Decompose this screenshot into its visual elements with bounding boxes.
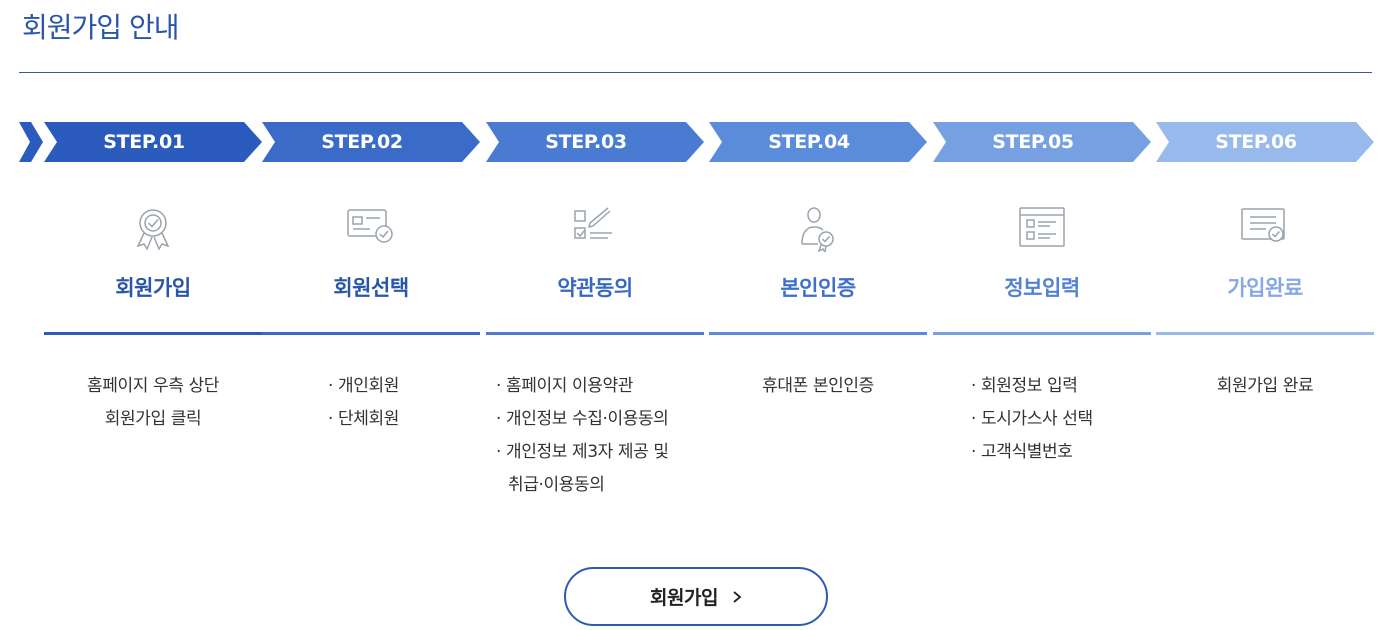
step-description-line: · 개인정보 수집·이용동의 [496, 409, 669, 429]
step-name: 회원가입 [115, 276, 191, 300]
step-description: 휴대폰 본인인증 [709, 370, 927, 403]
step-divider [44, 332, 262, 335]
step-divider [486, 332, 704, 335]
step-item-5: STEP.05 정보입력 · 회원정보 입력 · 도시가스사 선택 · 고객식별번호 [933, 122, 1151, 462]
join-button-label: 회원가입 [650, 587, 718, 609]
step-item-6: STEP.06 가입완료 회원가입 완료 [1156, 122, 1374, 396]
step-arrow-shape [262, 122, 480, 162]
step-description-line: · 도시가스사 선택 [971, 409, 1093, 429]
title-divider [19, 72, 1372, 73]
step-item-4: STEP.04 본인인증 휴대폰 본인인증 [709, 122, 927, 396]
step-description-line: · 회원정보 입력 [971, 376, 1078, 396]
id-card-check-icon [262, 206, 480, 254]
page-title: 회원가입 안내 [22, 11, 179, 44]
step-item-3: STEP.03 약관동의 · 홈페이지 이용약관 · 개인정보 수집·이용동의 · … [486, 122, 704, 495]
step-divider [262, 332, 480, 335]
join-button[interactable]: 회원가입 [564, 567, 828, 626]
step-name: 본인인증 [780, 276, 856, 300]
user-verified-icon [709, 206, 927, 254]
step-name: 정보입력 [1004, 276, 1080, 300]
step-banner: STEP.01 [44, 122, 262, 162]
step-description-line: · 개인회원 [328, 376, 399, 396]
step-name: 회원선택 [333, 276, 409, 300]
step-label: STEP.04 [768, 131, 850, 153]
step-description: · 개인회원 · 단체회원 [262, 370, 480, 436]
step-label: STEP.03 [545, 131, 627, 153]
step-banner: STEP.06 [1156, 122, 1374, 162]
form-window-icon [933, 206, 1151, 254]
step-description: · 회원정보 입력 · 도시가스사 선택 · 고객식별번호 [933, 370, 1151, 469]
step-name: 약관동의 [557, 276, 633, 300]
chevron-right-icon [733, 590, 742, 603]
step-arrow-shape [486, 122, 704, 162]
step-arrow-shape [933, 122, 1151, 162]
step-arrow-shape [1156, 122, 1374, 162]
checklist-pen-icon [486, 206, 704, 254]
lead-chevron-icon [19, 122, 43, 162]
step-description-line: 휴대폰 본인인증 [762, 376, 874, 396]
step-description-line: 회원가입 완료 [1216, 376, 1314, 396]
step-description: 회원가입 완료 [1156, 370, 1374, 403]
step-description: · 홈페이지 이용약관 · 개인정보 수집·이용동의 · 개인정보 제3자 제공 및… [486, 370, 704, 502]
step-arrow-shape [709, 122, 927, 162]
step-description-line: · 홈페이지 이용약관 [496, 376, 633, 396]
step-item-2: STEP.02 회원선택 · 개인회원 · 단체회원 [262, 122, 480, 429]
step-description-line: · 개인정보 제3자 제공 및 [496, 442, 669, 462]
step-label: STEP.02 [321, 131, 403, 153]
step-banner: STEP.03 [486, 122, 704, 162]
step-divider [933, 332, 1151, 335]
step-banner: STEP.05 [933, 122, 1151, 162]
certificate-check-icon [1156, 206, 1374, 254]
step-label: STEP.01 [103, 131, 185, 153]
step-description-line: · 단체회원 [328, 409, 399, 429]
step-divider [709, 332, 927, 335]
step-name: 가입완료 [1227, 276, 1303, 300]
step-divider [1156, 332, 1374, 335]
award-badge-icon [44, 206, 262, 254]
step-label: STEP.05 [992, 131, 1074, 153]
step-description-line: 홈페이지 우측 상단 [87, 376, 219, 396]
step-banner: STEP.02 [262, 122, 480, 162]
step-arrow-shape [44, 122, 262, 162]
step-description-line: 회원가입 클릭 [104, 409, 202, 429]
step-label: STEP.06 [1215, 131, 1297, 153]
step-description-line: 취급·이용동의 [508, 475, 605, 495]
step-banner: STEP.04 [709, 122, 927, 162]
step-description-line: · 고객식별번호 [971, 442, 1073, 462]
